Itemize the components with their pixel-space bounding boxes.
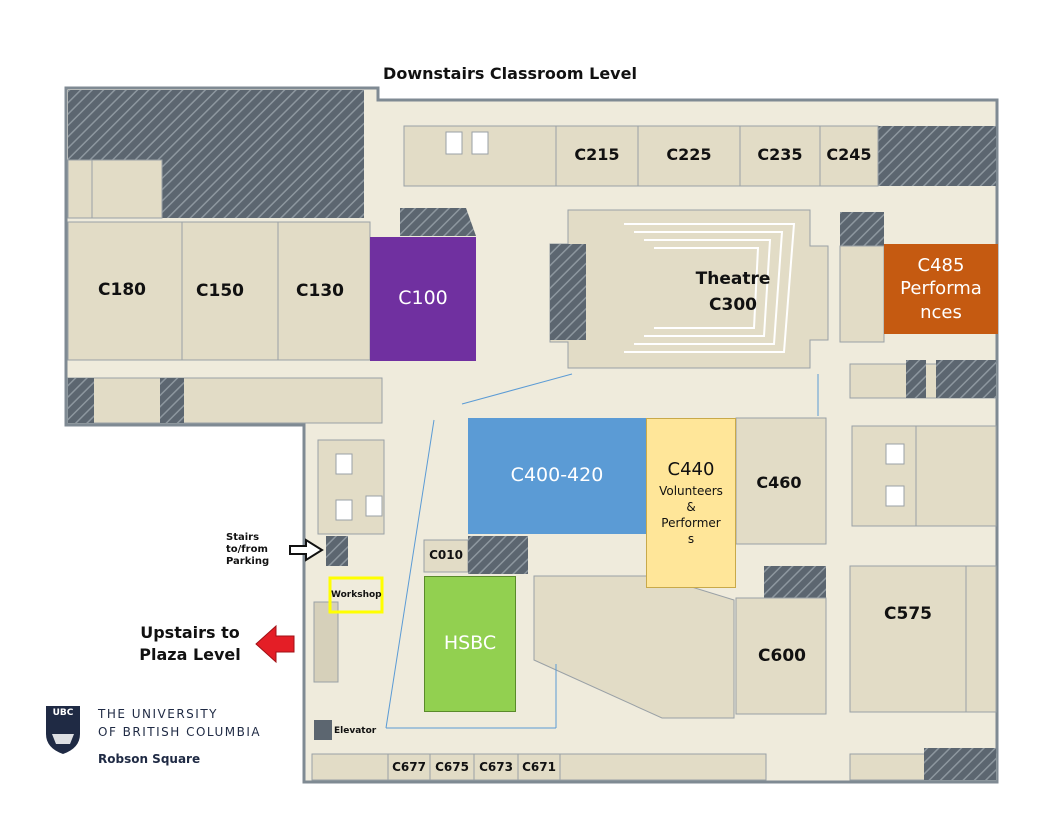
upstairs-line2: Plaza Level [139,644,241,664]
elevator-icon [314,720,332,740]
ubc-line1: THE UNIVERSITY [98,707,218,721]
room-east-3 [915,425,997,527]
label-c225: C225 [666,145,712,164]
room-c600 [735,597,827,715]
label-c235: C235 [757,145,803,164]
room-c100: C100 [370,237,476,361]
room-c485: C485 Performa nces [884,244,998,334]
ubc-line2: OF BRITISH COLUMBIA [98,725,262,739]
restroom-sign-2 [471,131,489,155]
label-c600: C600 [758,646,806,666]
room-c485-line2: Performa [900,278,982,300]
room-c010 [423,539,469,573]
room-south-2 [559,753,767,781]
room-c671 [517,753,561,781]
room-c440: C440 Volunteers & Performer s [646,418,736,588]
workshop-label: Workshop [331,590,382,600]
room-c400-420: C400-420 [468,418,646,534]
washrooms-east [851,425,917,527]
hatched-west-2 [160,378,184,423]
upstairs-arrow-icon [255,624,295,664]
hatched-east-3 [936,360,996,398]
stairs-upstairs [313,601,339,683]
room-hsbc: HSBC [424,576,516,712]
upstairs-line1: Upstairs to [140,623,240,642]
ubc-abbr: UBC [52,708,74,718]
room-c440-line5: s [687,532,695,547]
workshop-box [328,576,384,614]
room-c245 [819,125,879,187]
stairs-parking-label: Stairs to/from Parking [226,532,298,568]
room-c440-line3: & [686,499,696,514]
room-east-1 [839,245,885,343]
stairs-parking-line2: Parking [226,556,270,567]
label-c460: C460 [756,473,802,492]
label-c673: C673 [479,760,513,774]
room-c485-line3: nces [920,301,962,323]
label-c677: C677 [392,760,426,774]
label-c671: C671 [522,760,556,774]
room-c180 [67,221,183,361]
label-c300: C300 [709,295,757,315]
room-south-1 [311,753,389,781]
room-nw-2 [91,159,163,219]
hatched-c010 [468,536,528,574]
upstairs-label: Upstairs to Plaza Level [134,622,246,665]
elevator-label: Elevator [334,726,377,736]
theatre-seating [624,223,796,353]
room-hsbc-label: HSBC [443,632,497,655]
room-nw-1 [67,159,93,219]
room-c673 [473,753,519,781]
room-c440-line4: Performer [661,516,721,531]
label-c180: C180 [98,280,146,300]
room-c215 [555,125,639,187]
label-c010: C010 [429,548,463,562]
room-c440-line2: Volunteers [659,483,723,498]
accessible-sign-3 [885,485,905,507]
room-east-4 [965,565,997,713]
hatched-zone-ne [878,126,996,186]
room-c400-420-label: C400-420 [510,464,604,487]
stairs-arrow-icon [289,538,324,562]
stairs-parking-line1: Stairs to/from [226,532,268,555]
accessible-sign-1 [365,495,383,517]
label-theatre: Theatre [695,269,771,289]
room-c150 [181,221,279,361]
label-c675: C675 [435,760,469,774]
hatched-east-1 [840,212,884,246]
accessible-sign-2 [885,443,905,465]
room-c100-label: C100 [398,287,448,310]
restroom-sign-1 [445,131,463,155]
room-west-strip [67,377,383,424]
hatched-west-1 [68,378,94,423]
hatched-theatre-left [550,244,586,340]
restroom-sign-3 [335,453,353,475]
label-c150: C150 [196,281,244,301]
hatched-c100-top [400,208,476,236]
room-c575 [849,565,967,713]
label-c575: C575 [884,604,932,624]
ubc-campus: Robson Square [98,752,201,766]
stairs-parking [326,536,348,566]
ubc-shield-icon [46,706,80,754]
room-c440-line1: C440 [667,459,715,481]
hatched-c600-top [764,566,826,598]
hatched-south-east [924,748,996,780]
corridor-lines [385,373,819,729]
label-c130: C130 [296,281,344,301]
room-c485-line1: C485 [917,254,965,276]
label-c245: C245 [826,145,872,164]
restroom-sign-4 [335,499,353,521]
hatched-east-2 [906,360,926,398]
room-c460 [735,417,827,545]
label-c215: C215 [574,145,620,164]
page-title: Downstairs Classroom Level [383,64,637,83]
